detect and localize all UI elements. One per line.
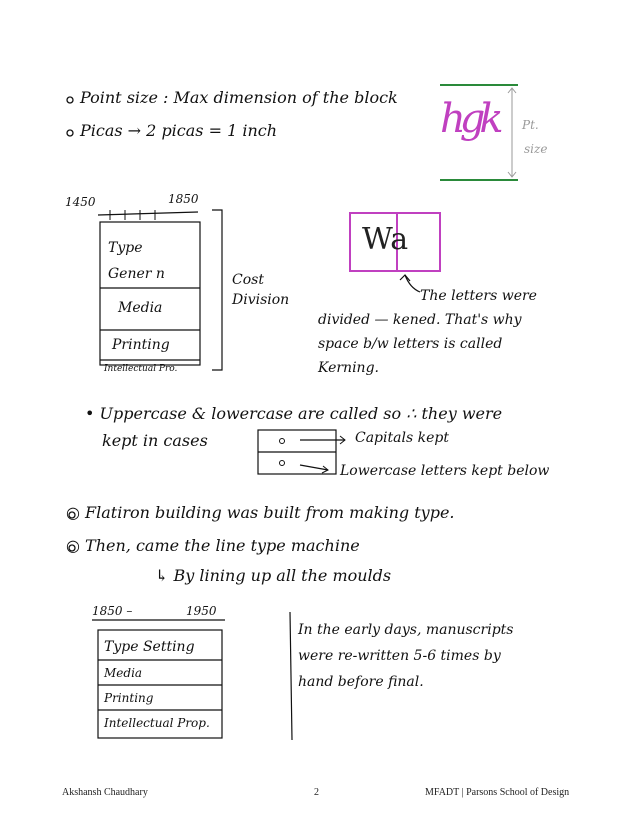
drawer-knob-icon [279, 460, 285, 466]
drawer-knob-icon [279, 438, 285, 444]
timeline-1-box [99, 221, 201, 366]
linetype-note-2: ↳ By lining up all the moulds [155, 566, 392, 585]
linetype-note-1: ○ Then, came the line type machine [66, 536, 360, 555]
bullet-icon [66, 129, 74, 137]
cases-line-2: kept in cases [102, 431, 208, 450]
division-label: Division [232, 292, 290, 308]
timeline-2-box-typesetting: Type Setting [104, 639, 195, 655]
capitals-kept-label: Capitals kept [355, 430, 449, 446]
kerning-line-1: The letters were [420, 288, 537, 304]
size-label: size [524, 142, 548, 156]
flatiron-note: ○ Flatiron building was built from makin… [66, 503, 455, 522]
kerning-sample: Wa [362, 222, 409, 257]
timeline-2-box-printing: Printing [104, 691, 154, 705]
sample-glyphs: hgk [440, 96, 504, 142]
timeline-1-box-type: Type Gener n [108, 240, 165, 282]
cases-line-1: • Uppercase & lowercase are called so ∴ … [85, 404, 503, 423]
kerning-line-2: divided — kened. That's why [318, 312, 522, 328]
kerning-arrow [404, 274, 421, 293]
lowercase-arrow [299, 464, 329, 471]
footer-author: Akshansh Chaudhary [62, 787, 148, 798]
timeline-2-box-media: Media [104, 666, 143, 680]
cost-division-bracket [212, 209, 223, 371]
manuscripts-line-1: In the early days, manuscripts [298, 622, 514, 638]
footer-school: MFADT | Parsons School of Design [425, 787, 570, 798]
timeline-1-box-printing: Printing [112, 337, 170, 353]
timeline-1-start: 1450 [65, 195, 96, 209]
timeline-2-start: 1850 – [92, 604, 133, 618]
manuscripts-line-2: were re-written 5-6 times by [298, 648, 501, 664]
lowercase-kept-label: Lowercase letters kept below [340, 463, 550, 479]
timeline-2-box-ip: Intellectual Prop. [104, 716, 210, 730]
kerning-line-3: space b/w letters is called [318, 336, 503, 352]
footer-page-number: 2 [314, 787, 319, 798]
manuscript-divider [289, 611, 293, 741]
manuscripts-line-3: hand before final. [298, 674, 424, 690]
pt-label: Pt. [522, 118, 539, 132]
timeline-2-end: 1950 [186, 604, 217, 618]
bullet-icon [66, 96, 74, 104]
kerning-line-4: Kerning. [318, 360, 379, 376]
timeline-2-box [97, 629, 223, 739]
note-picas: Picas → 2 picas = 1 inch [80, 121, 278, 140]
timeline-1-axis [97, 211, 199, 216]
kerning-sample-box [349, 212, 441, 272]
timeline-1-box-ip: Intellectual Pro. [104, 364, 178, 374]
note-point-size: Point size : Max dimension of the block [80, 88, 398, 107]
timeline-1-box-media: Media [118, 300, 163, 316]
cost-label: Cost [232, 272, 264, 288]
timeline-1-end: 1850 [168, 192, 199, 206]
